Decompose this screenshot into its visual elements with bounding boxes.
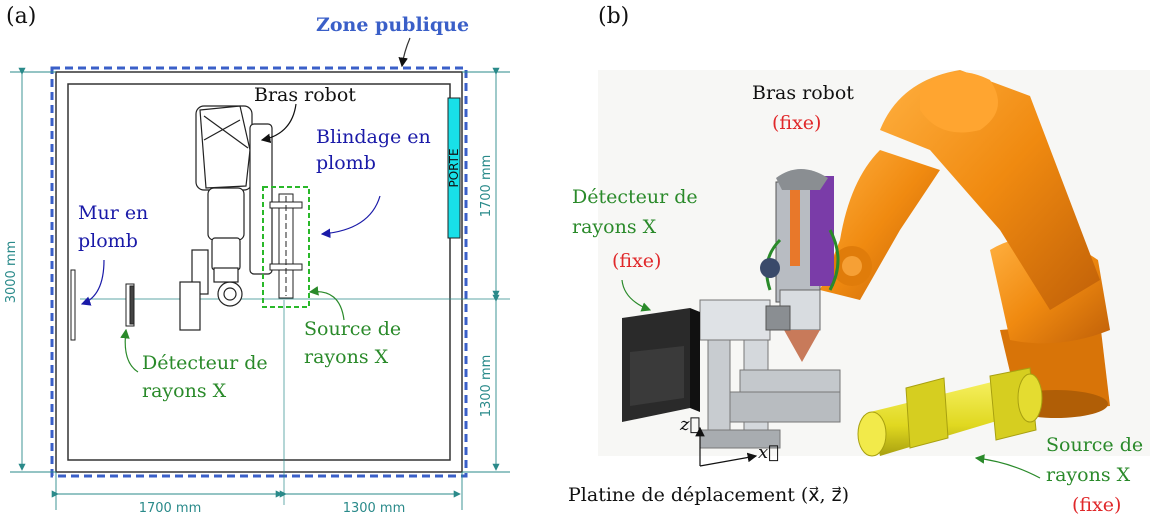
detector-3d [622, 308, 700, 422]
axis-x-label: x⃗ [758, 442, 779, 463]
dimension-height-text: 3000 mm [4, 241, 19, 304]
dimension-lines [10, 67, 510, 510]
room-outer-wall [55, 71, 463, 473]
zone-arrow [398, 37, 411, 68]
panel-a-tag: (a) [6, 4, 37, 29]
detector-plan [125, 283, 135, 327]
detector-state-b: (fixe) [612, 250, 662, 272]
robot-render [598, 70, 1150, 479]
detector-label-a-line2: rayons X [142, 380, 227, 402]
dimension-bottom-right-text: 1300 mm [343, 501, 406, 516]
detector-arrow [120, 328, 139, 373]
public-zone-boundary [50, 66, 468, 478]
panel-b-tag: (b) [598, 4, 630, 29]
wall-label-line2: plomb [78, 230, 138, 252]
tool-head [760, 169, 840, 362]
robot-label-a: Bras robot [254, 84, 356, 106]
robot-label-b: Bras robot [752, 82, 854, 104]
source-label-a-line2: rayons X [304, 346, 389, 368]
detector-label-b-line1: Détecteur de [572, 186, 698, 208]
lead-wall [70, 269, 76, 341]
floor-plan: 3000 mm 1700 mm 1300 mm 1700 mm 1300 mm … [4, 37, 510, 516]
source-label-b-line1: Source de [1046, 434, 1144, 456]
shield-label-line1: Blindage en [316, 126, 431, 148]
robot-arrow [260, 103, 297, 144]
source-arrow-b [974, 454, 1041, 479]
axis-z-label: z⃗ [680, 414, 701, 435]
shield-label-line2: plomb [316, 152, 376, 174]
shield-arrow [320, 195, 381, 239]
robot-state-b: (fixe) [772, 112, 822, 134]
source-arrow [308, 286, 345, 321]
room-inner-wall [67, 83, 451, 461]
detector-arrow-b [621, 279, 652, 312]
zone-publique-label: Zone publique [316, 14, 470, 36]
dimension-right-top-text: 1700 mm [479, 155, 494, 218]
translation-stage [699, 299, 841, 449]
detector-label-a-line1: Détecteur de [142, 352, 268, 374]
detector-label-b-line2: rayons X [572, 216, 657, 238]
source-plan [269, 193, 303, 299]
robot-arm-plan [179, 105, 273, 331]
stage-label: Platine de déplacement (x⃗, z⃗) [568, 484, 850, 506]
wall-arrow [80, 259, 105, 306]
xray-source-3d [857, 367, 1043, 457]
wall-label-line1: Mur en [78, 202, 149, 224]
door [447, 97, 461, 239]
axes-xz [695, 426, 758, 467]
dimension-bottom-left-text: 1700 mm [139, 501, 202, 516]
robot-arm-3d [820, 70, 1110, 418]
door-label: PORTE [447, 148, 461, 187]
dimension-right-bottom-text: 1300 mm [479, 355, 494, 418]
source-label-b-line2: rayons X [1046, 464, 1131, 486]
source-state-b: (fixe) [1072, 494, 1122, 516]
source-label-a-line1: Source de [304, 318, 402, 340]
source-zone-box [262, 186, 310, 308]
